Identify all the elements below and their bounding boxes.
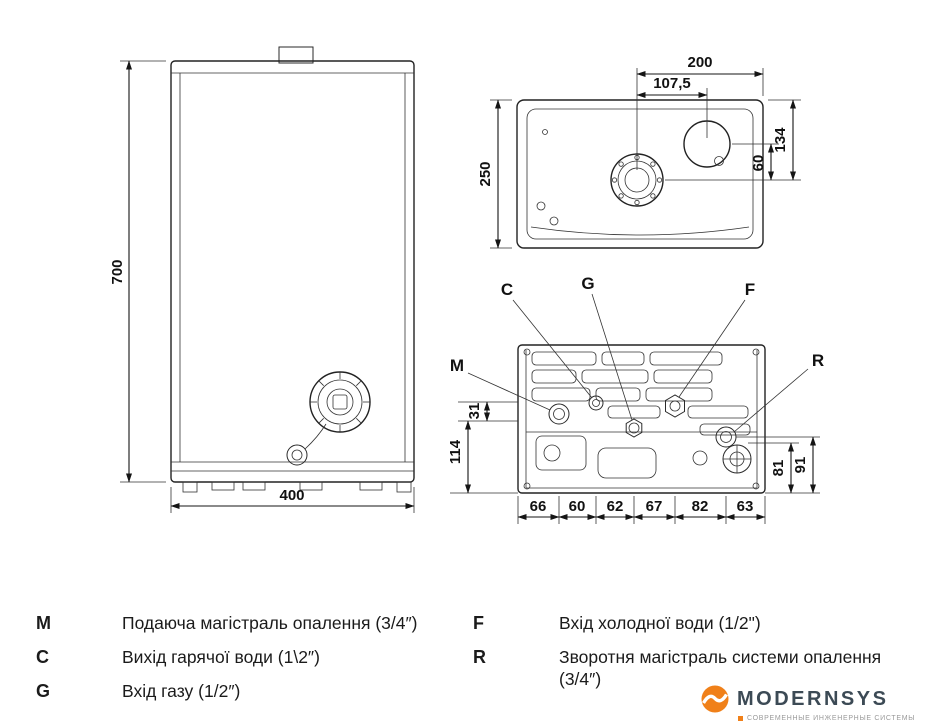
legend-column-left: M Подаюча магістраль опалення (3/4″) C В… <box>36 612 467 714</box>
marker-f: F <box>745 280 755 299</box>
marker-c: C <box>501 280 513 299</box>
legend-item-m: M Подаюча магістраль опалення (3/4″) <box>36 612 467 634</box>
connection-r <box>715 426 737 448</box>
dim-label-66: 66 <box>530 498 547 515</box>
legend-item-g: G Вхід газу (1/2″) <box>36 680 467 702</box>
legend-item-r: R Зворотня магістраль системи опалення (… <box>473 646 904 690</box>
dim-label-81: 81 <box>770 460 787 477</box>
dim-label-700: 700 <box>109 259 126 284</box>
dim-label-200: 200 <box>687 54 712 71</box>
dim-front-width: 400 <box>170 487 415 513</box>
legend-column-right: F Вхід холодної води (1/2") R Зворотня м… <box>473 612 904 702</box>
legend-text-g: Вхід газу (1/2″) <box>122 681 241 701</box>
logo-accent-square-icon <box>738 716 743 721</box>
front-bottom-stubs <box>182 481 412 493</box>
legend-item-c: C Вихід гарячої води (1\2″) <box>36 646 467 668</box>
technical-drawing: 700 400 <box>109 46 824 524</box>
legend-text-r: Зворотня магістраль системи опалення (3/… <box>559 647 882 689</box>
modernsys-logo: MODERNSYS СОВРЕМЕННЫЕ ИНЖЕНЕРНЫЕ СИСТЕМЫ <box>700 684 915 722</box>
top-view-outline <box>516 99 764 249</box>
connection-c <box>588 395 604 411</box>
dim-label-60b: 60 <box>569 498 586 515</box>
front-pump-cap <box>286 371 371 466</box>
legend-text-m: Подаюча магістраль опалення (3/4″) <box>122 613 418 633</box>
bottom-view <box>517 344 766 494</box>
bottom-view-outline <box>517 344 766 494</box>
connection-f <box>665 394 685 418</box>
connection-m <box>548 403 570 425</box>
legend-item-f: F Вхід холодної води (1/2") <box>473 612 904 634</box>
legend-key-f: F <box>473 613 484 633</box>
legend-text-f: Вхід холодної води (1/2") <box>559 613 761 633</box>
connection-markers: C G F M R <box>450 274 824 433</box>
dim-label-82: 82 <box>692 498 709 515</box>
flue-stub <box>278 46 314 64</box>
dim-label-114: 114 <box>447 439 464 464</box>
dim-label-250: 250 <box>477 161 494 186</box>
dim-top-60: 60 <box>732 143 779 181</box>
dim-top-250: 250 <box>477 99 512 249</box>
boiler-body <box>170 60 415 483</box>
dim-label-107-5: 107,5 <box>653 75 691 92</box>
logo-tagline: СОВРЕМЕННЫЕ ИНЖЕНЕРНЫЕ СИСТЕМЫ <box>700 715 915 722</box>
dim-label-400: 400 <box>279 487 304 504</box>
dim-label-67: 67 <box>646 498 663 515</box>
legend-key-r: R <box>473 647 486 667</box>
modernsys-logo-icon <box>701 685 729 713</box>
dim-top-107-5: 107,5 <box>636 75 708 138</box>
legend-key-g: G <box>36 681 51 701</box>
front-view <box>170 46 415 493</box>
dim-label-91: 91 <box>792 457 809 474</box>
marker-g: G <box>581 274 594 293</box>
dim-top-200: 200 <box>636 54 764 170</box>
legend-key-m: M <box>36 613 51 633</box>
logo-brand-text: MODERNSYS <box>737 687 889 710</box>
dim-bottom-row: 66 60 62 67 82 63 <box>517 496 766 524</box>
vent-slots <box>531 351 751 436</box>
connection-g <box>625 418 643 438</box>
dim-label-60: 60 <box>750 155 767 172</box>
dim-top-134: 134 <box>665 99 801 181</box>
dim-bottom-right: 81 91 <box>736 436 820 494</box>
dim-label-31: 31 <box>466 403 483 420</box>
logo-row: MODERNSYS <box>700 684 915 714</box>
logo-tagline-text: СОВРЕМЕННЫЕ ИНЖЕНЕРНЫЕ СИСТЕМЫ <box>747 715 916 722</box>
dim-bottom-left: 31 114 <box>447 401 518 494</box>
legend-text-c: Вихід гарячої води (1\2″) <box>122 647 320 667</box>
dim-front-height: 700 <box>109 60 166 483</box>
dim-label-62: 62 <box>607 498 624 515</box>
dim-label-63: 63 <box>737 498 754 515</box>
dim-label-134: 134 <box>772 127 789 153</box>
marker-m: M <box>450 356 464 375</box>
bottom-components <box>523 348 760 490</box>
legend-key-c: C <box>36 647 49 667</box>
top-view <box>516 99 764 249</box>
marker-r: R <box>812 351 824 370</box>
